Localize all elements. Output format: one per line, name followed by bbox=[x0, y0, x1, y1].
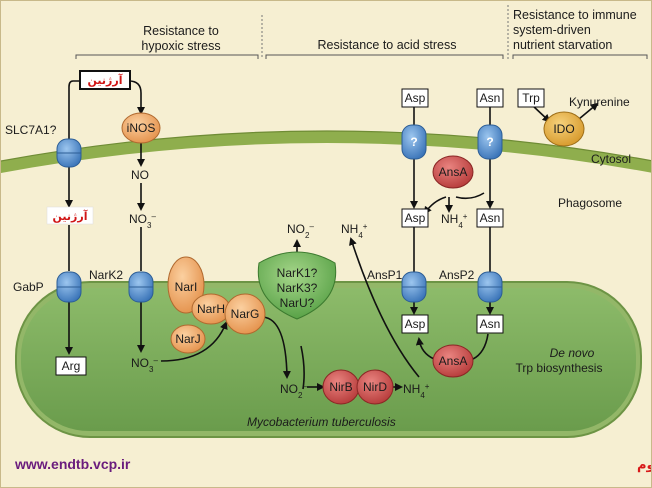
phagosome-label: Phagosome bbox=[558, 196, 622, 210]
nh4-bottom-label: NH4+ bbox=[403, 382, 430, 400]
header-immune-line1: Resistance to immune bbox=[513, 8, 637, 22]
header-dividers bbox=[261, 5, 509, 59]
asn-bottom-label: Asn bbox=[480, 317, 501, 331]
footer-url: www.endtb.vcp.ir bbox=[14, 456, 131, 472]
narh-label: NarH bbox=[197, 302, 225, 316]
denovo-line2: Trp biosynthesis bbox=[516, 361, 603, 375]
nirb-label: NirB bbox=[329, 380, 352, 394]
header-immune-line3: nutrient starvation bbox=[513, 38, 612, 52]
transporter-gabp bbox=[56, 271, 82, 303]
ansa-top-enzyme bbox=[432, 155, 474, 189]
nar-complex bbox=[167, 256, 266, 354]
nark-group-line2: NarK3? bbox=[277, 281, 318, 295]
ansp1-label: AnsP1 bbox=[367, 268, 403, 282]
nark-group-enzyme bbox=[257, 251, 337, 320]
nark2-label: NarK2 bbox=[89, 268, 123, 282]
nird-label: NirD bbox=[363, 380, 387, 394]
narj-label: NarJ bbox=[175, 332, 200, 346]
ansa-bottom-enzyme bbox=[432, 344, 474, 378]
asn-top-box bbox=[476, 88, 504, 108]
nh4-mid-label: NH4+ bbox=[441, 212, 468, 230]
asn-mid-box bbox=[476, 208, 504, 228]
ido-label: IDO bbox=[553, 122, 574, 136]
transporter-host-asn bbox=[477, 124, 503, 160]
ansa-bottom-label: AnsA bbox=[439, 354, 468, 368]
nh4-top-label: NH4+ bbox=[341, 222, 368, 240]
asp-bottom-label: Asp bbox=[405, 317, 426, 331]
nark-group-line1: NarK1? bbox=[277, 266, 318, 280]
header-hypoxic-line2: hypoxic stress bbox=[141, 39, 220, 53]
asp-mid-label: Asp bbox=[405, 211, 426, 225]
transporter-host-asp bbox=[401, 124, 427, 160]
trp-box bbox=[517, 88, 545, 108]
trp-label: Trp bbox=[522, 91, 540, 105]
cytosol-label: Cytosol bbox=[591, 152, 631, 166]
arginine-mid-box bbox=[46, 206, 94, 225]
asp-mid-box bbox=[401, 208, 429, 228]
nari-label: NarI bbox=[175, 280, 198, 294]
kynurenine-label: Kynurenine bbox=[569, 95, 630, 109]
arg-box bbox=[55, 356, 87, 376]
arginine-mid-label: آرژنین bbox=[53, 209, 88, 223]
ansa-top-label: AnsA bbox=[439, 165, 468, 179]
arg-label: Arg bbox=[62, 359, 81, 373]
no2-top-label: NO2– bbox=[287, 222, 314, 240]
ansp2-label: AnsP2 bbox=[439, 268, 475, 282]
q-mark-asp: ? bbox=[410, 135, 417, 149]
asp-bottom-box bbox=[401, 314, 429, 334]
asn-bottom-box bbox=[476, 314, 504, 334]
narg-label: NarG bbox=[231, 307, 260, 321]
no3-mid-label: NO3– bbox=[129, 212, 156, 230]
inos-label: iNOS bbox=[127, 121, 156, 135]
header-acid: Resistance to acid stress bbox=[318, 38, 457, 52]
bacterium-body bbox=[21, 288, 636, 431]
ido-enzyme bbox=[543, 111, 585, 147]
nark-group-line3: NarU? bbox=[280, 296, 315, 310]
header-brackets bbox=[75, 54, 648, 59]
transporter-nark2 bbox=[128, 271, 154, 303]
organism-label: Mycobacterium tuberculosis bbox=[247, 415, 396, 429]
asp-top-box bbox=[401, 88, 429, 108]
no-label: NO bbox=[131, 168, 149, 182]
inos-enzyme bbox=[121, 112, 161, 144]
asp-top-label: Asp bbox=[405, 91, 426, 105]
asn-mid-label: Asn bbox=[480, 211, 501, 225]
transporter-ansp2 bbox=[477, 271, 503, 303]
header-hypoxic-line1: Resistance to bbox=[143, 24, 219, 38]
denovo-line1: De novo bbox=[550, 346, 595, 360]
footer-caption: نقش آرژنین درکمک به داروهای ضدسل در کشتن… bbox=[637, 456, 652, 473]
q-mark-asn: ? bbox=[486, 135, 493, 149]
no3-bottom-label: NO3– bbox=[131, 356, 158, 374]
no2-bottom-label: NO2– bbox=[280, 382, 307, 400]
asn-top-label: Asn bbox=[480, 91, 501, 105]
slc7a1-label: SLC7A1? bbox=[5, 123, 57, 137]
arginine-top-box bbox=[79, 70, 131, 90]
transporter-slc7a1 bbox=[56, 138, 82, 168]
transporter-ansp1 bbox=[401, 271, 427, 303]
header-immune-line2: system-driven bbox=[513, 23, 591, 37]
arginine-top-label: آرژنین bbox=[88, 73, 123, 87]
gabp-label: GabP bbox=[13, 280, 44, 294]
nird-enzyme bbox=[356, 369, 394, 405]
